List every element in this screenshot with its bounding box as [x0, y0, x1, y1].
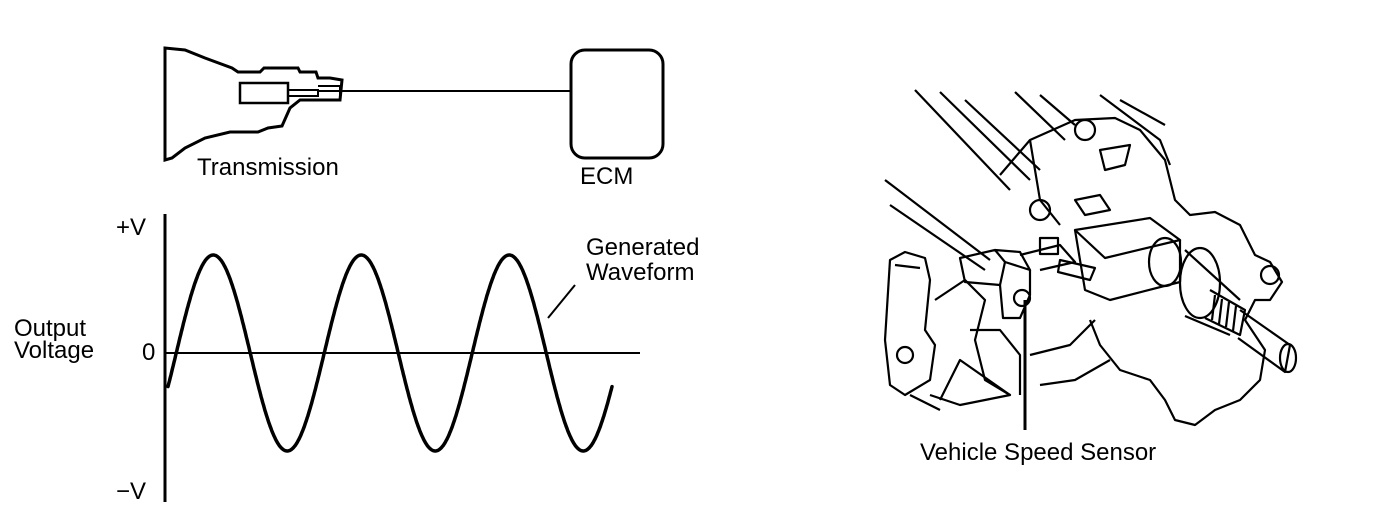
minus-v-label: −V: [116, 478, 147, 505]
waveform-label-generated: Generated: [586, 234, 700, 261]
y-axis-label-output: Output: [14, 315, 87, 342]
vehicle-speed-sensor-illustration: [883, 89, 1298, 427]
waveform-leader: [547, 284, 576, 319]
zero-label: 0: [142, 339, 156, 366]
y-axis-label-voltage: Voltage: [14, 337, 95, 364]
transmission-outline: [163, 46, 344, 162]
vehicle-speed-sensor-label: Vehicle Speed Sensor: [920, 439, 1157, 466]
ecm-label: ECM: [580, 163, 634, 190]
transmission-label: Transmission: [197, 154, 339, 181]
generated-waveform: [166, 253, 614, 453]
ecm-box: [569, 48, 665, 160]
waveform-label-waveform: Waveform: [586, 259, 695, 286]
plus-v-label: +V: [116, 214, 147, 241]
